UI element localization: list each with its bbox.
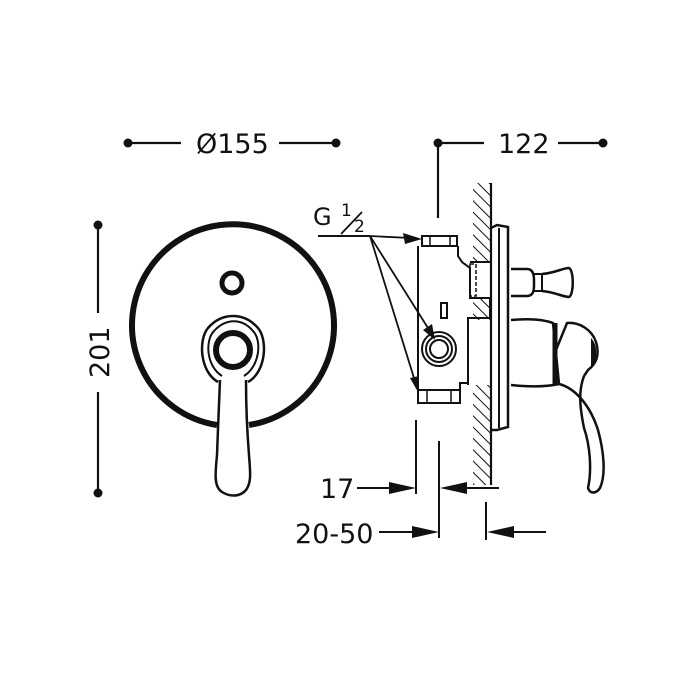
dim-endpoint-dot	[598, 138, 608, 148]
arrowhead	[389, 482, 416, 494]
arrowhead	[403, 233, 422, 244]
diverter-knob-side	[511, 267, 536, 298]
dim-depth-label: 122	[498, 129, 550, 160]
dimension-offset-17: 17	[320, 420, 499, 538]
valve-body	[417, 246, 491, 391]
arrowhead	[412, 526, 439, 538]
arrowhead	[440, 482, 467, 494]
thread-callout: G 1 2	[313, 201, 435, 392]
dimension-height: 201	[85, 220, 116, 498]
faceplate-circle	[129, 221, 337, 428]
dim-height-label: 201	[85, 326, 116, 378]
lever-hub-outer	[200, 314, 266, 384]
lever-handle	[214, 379, 252, 497]
dim-diameter-label: Ø155	[196, 129, 269, 160]
dimension-depth: 122	[433, 129, 608, 218]
faceplate-side	[490, 223, 510, 432]
lever-arm-side	[558, 375, 605, 494]
inlet-nut-top	[421, 235, 458, 247]
side-port-inner	[429, 339, 449, 359]
arrowhead	[487, 526, 514, 538]
dim-endpoint-dot	[93, 488, 103, 498]
side-port-outer	[421, 331, 457, 367]
lever-hub-ring	[213, 330, 253, 370]
arrowhead	[410, 376, 419, 392]
thread-denominator: 2	[354, 217, 365, 237]
front-view	[129, 221, 337, 497]
dim-offset-label: 17	[320, 474, 354, 505]
outlet-nut-bottom	[417, 389, 461, 404]
dimension-diameter: Ø155	[123, 129, 341, 160]
side-view	[417, 183, 605, 494]
lever-body-side	[510, 317, 561, 388]
wall-section-hatch	[473, 183, 490, 263]
dim-endpoint-dot	[331, 138, 341, 148]
arrowhead	[423, 324, 435, 340]
thread-numerator: 1	[341, 201, 352, 221]
dim-wall-depth-label: 20-50	[295, 519, 373, 550]
thread-prefix: G	[313, 203, 332, 231]
dimension-wall-depth: 20-50	[295, 502, 546, 550]
diverter-knob	[219, 270, 245, 296]
